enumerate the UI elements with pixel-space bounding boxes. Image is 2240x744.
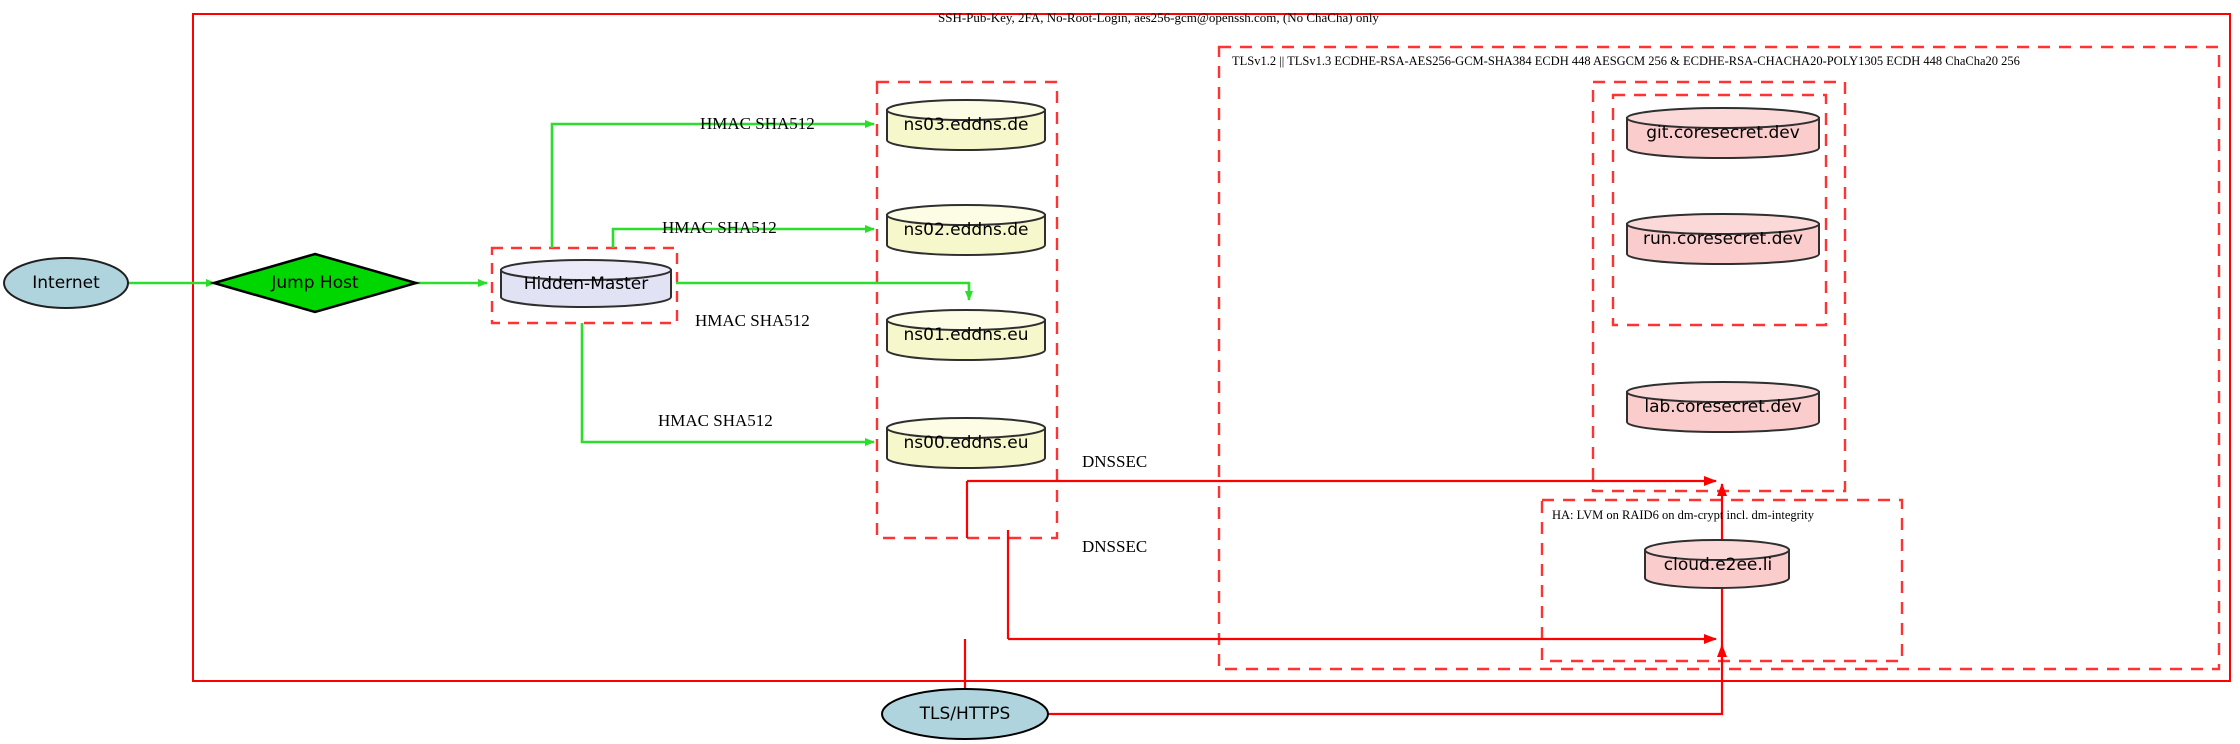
edge-master-to-ns00	[580, 323, 875, 446]
node-git-shape	[1626, 107, 1820, 159]
node-lab-shape	[1626, 381, 1820, 433]
edge-master-to-ns01	[676, 281, 973, 301]
node-jumphost-shape	[209, 252, 421, 314]
node-ns02-shape	[886, 204, 1046, 256]
edge-tls-https-right-branch	[1048, 644, 1727, 716]
edge-master-to-ns02	[611, 225, 875, 248]
node-ns00-shape	[886, 417, 1046, 469]
cluster-ha-label: HA: LVM on RAID6 on dm-crypt incl. dm-in…	[1552, 508, 1815, 522]
node-ns01-shape	[886, 309, 1046, 361]
node-run-shape	[1626, 213, 1820, 265]
cluster-tls-box	[1217, 45, 2221, 671]
edge-master-to-ns03	[550, 120, 875, 248]
edge-label-hmac-ns03: HMAC SHA512	[700, 114, 815, 133]
edge-label-hmac-ns01: HMAC SHA512	[695, 311, 810, 330]
edge-label-dnssec-lower: DNSSEC	[1082, 537, 1148, 556]
cluster-ssh-box	[192, 13, 2231, 682]
edge-label-dnssec-upper: DNSSEC	[1082, 452, 1148, 471]
cluster-coresecret-inner-box	[1611, 93, 1828, 327]
node-ns03-shape	[886, 99, 1046, 151]
edge-label-hmac-ns02: HMAC SHA512	[662, 218, 777, 237]
node-tls-https-shape	[881, 688, 1049, 740]
cluster-ssh-label: SSH-Pub-Key, 2FA, No-Root-Login, aes256-…	[938, 10, 1379, 25]
node-cloud-shape	[1644, 539, 1790, 589]
cluster-tls-label: TLSv1.2 || TLSv1.3 ECDHE-RSA-AES256-GCM-…	[1232, 54, 2020, 68]
edge-label-hmac-ns00: HMAC SHA512	[658, 411, 773, 430]
node-internet-shape	[3, 257, 129, 309]
cluster-hidden-master-box	[490, 246, 679, 325]
node-hidden-master-shape	[500, 259, 672, 308]
